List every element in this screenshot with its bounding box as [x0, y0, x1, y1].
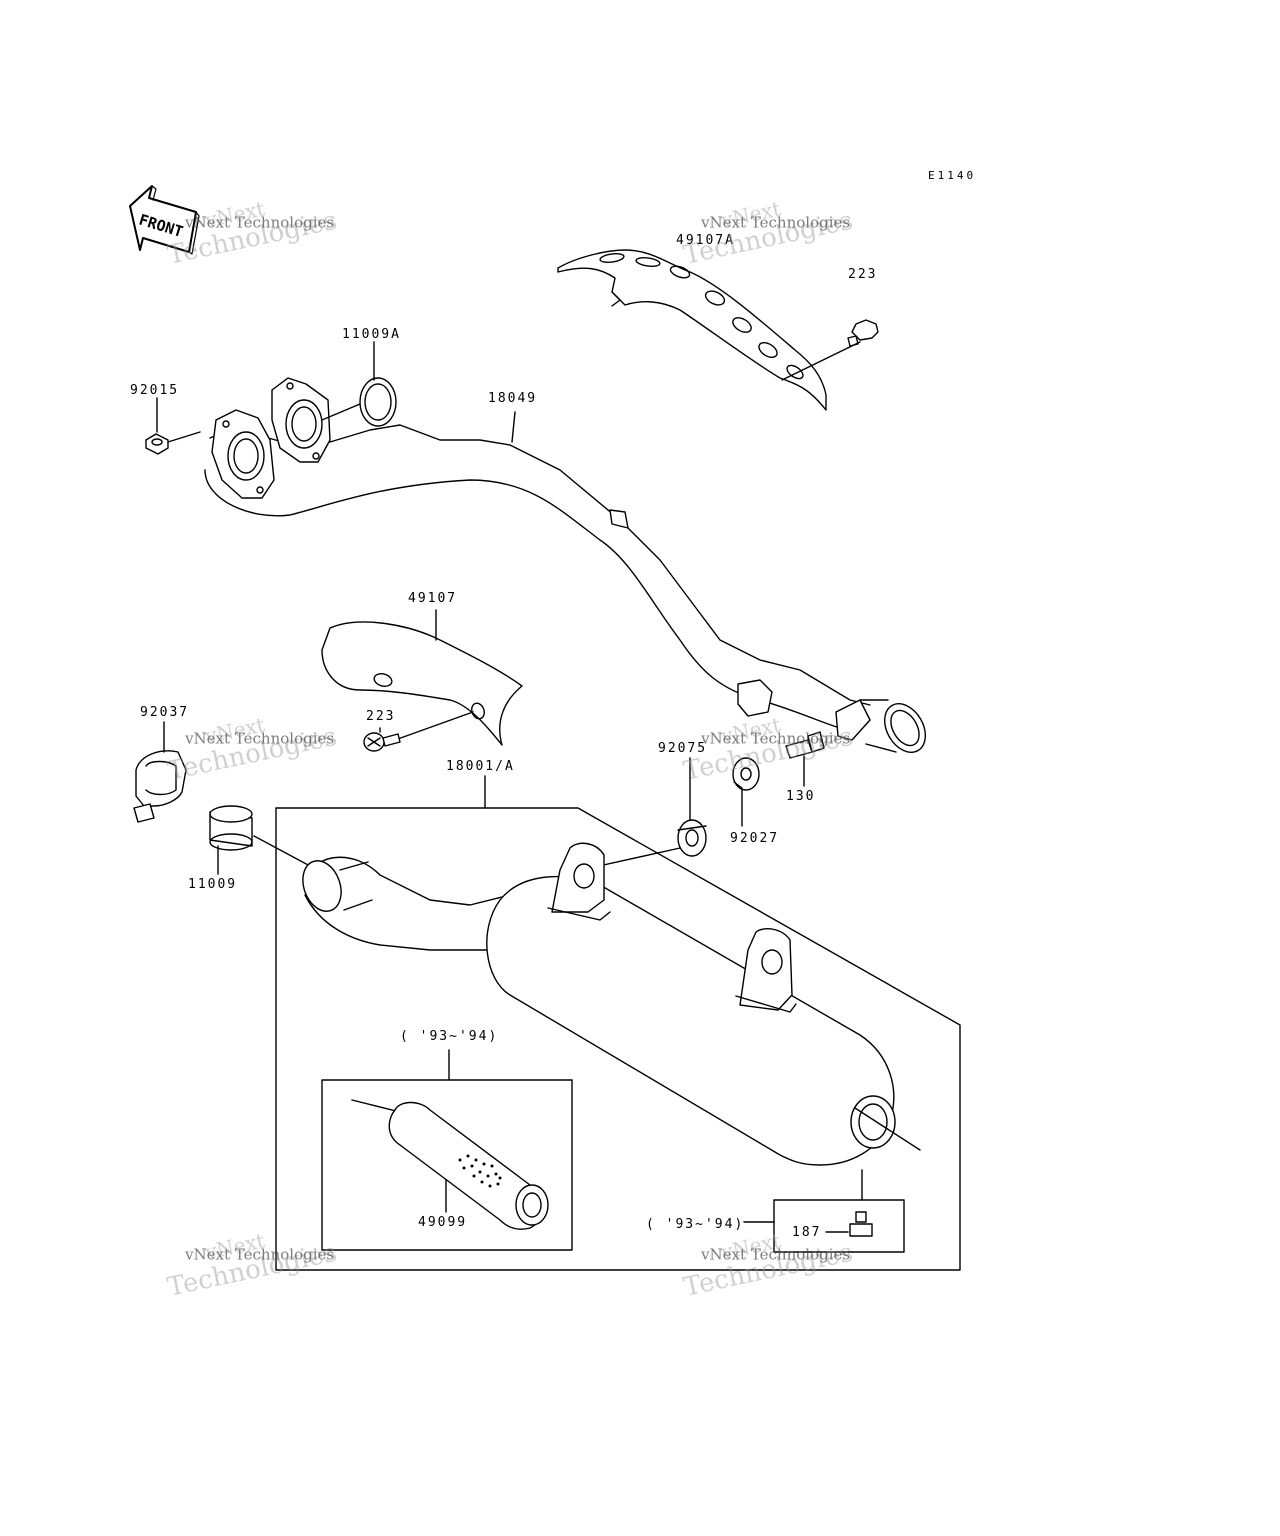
label-49107A: 49107A [676, 233, 735, 248]
grommet-92075-icon [589, 757, 707, 869]
leader-18049 [511, 411, 516, 443]
label-11009A: 11009A [342, 327, 401, 342]
label-223-middle: 223 [366, 709, 396, 724]
label-92075: 92075 [658, 741, 708, 756]
muffler-18001 [302, 842, 921, 1166]
clamp-92037-icon [133, 721, 187, 823]
label-18049: 18049 [488, 391, 538, 406]
label-223-upper: 223 [848, 267, 878, 282]
exhaust-pipe-18049 [204, 424, 926, 753]
front-arrow-icon: FRONT [129, 185, 200, 255]
label-187: 187 [792, 1225, 822, 1240]
sleeve-11009-icon [209, 805, 311, 875]
inset-box-49099 [321, 1049, 573, 1251]
label-18001A: 18001/A [446, 759, 515, 774]
bolt-130-icon [785, 731, 825, 787]
label-130: 130 [786, 789, 816, 804]
label-93-94-inset: ( '93~'94) [400, 1029, 499, 1044]
label-49107: 49107 [408, 591, 458, 606]
heat-guard-upper [557, 249, 827, 411]
bolt-223-middle-icon [363, 727, 401, 752]
muffler-frame [275, 775, 961, 1271]
collar-92027-icon [732, 757, 760, 827]
label-92027: 92027 [730, 831, 780, 846]
label-93-94-187: ( '93~'94) [646, 1217, 745, 1232]
gasket-11009A-icon [321, 341, 397, 427]
label-11009: 11009 [188, 877, 238, 892]
bolt-223-upper-icon [781, 319, 879, 381]
inset-box-187 [743, 1169, 905, 1253]
label-49099: 49099 [418, 1215, 468, 1230]
exhaust-flanges [211, 377, 331, 499]
nut-92015-icon [145, 397, 201, 455]
heat-guard-middle [321, 609, 523, 746]
diagram-code: E1140 [928, 169, 977, 182]
label-92015: 92015 [130, 383, 180, 398]
label-92037: 92037 [140, 705, 190, 720]
